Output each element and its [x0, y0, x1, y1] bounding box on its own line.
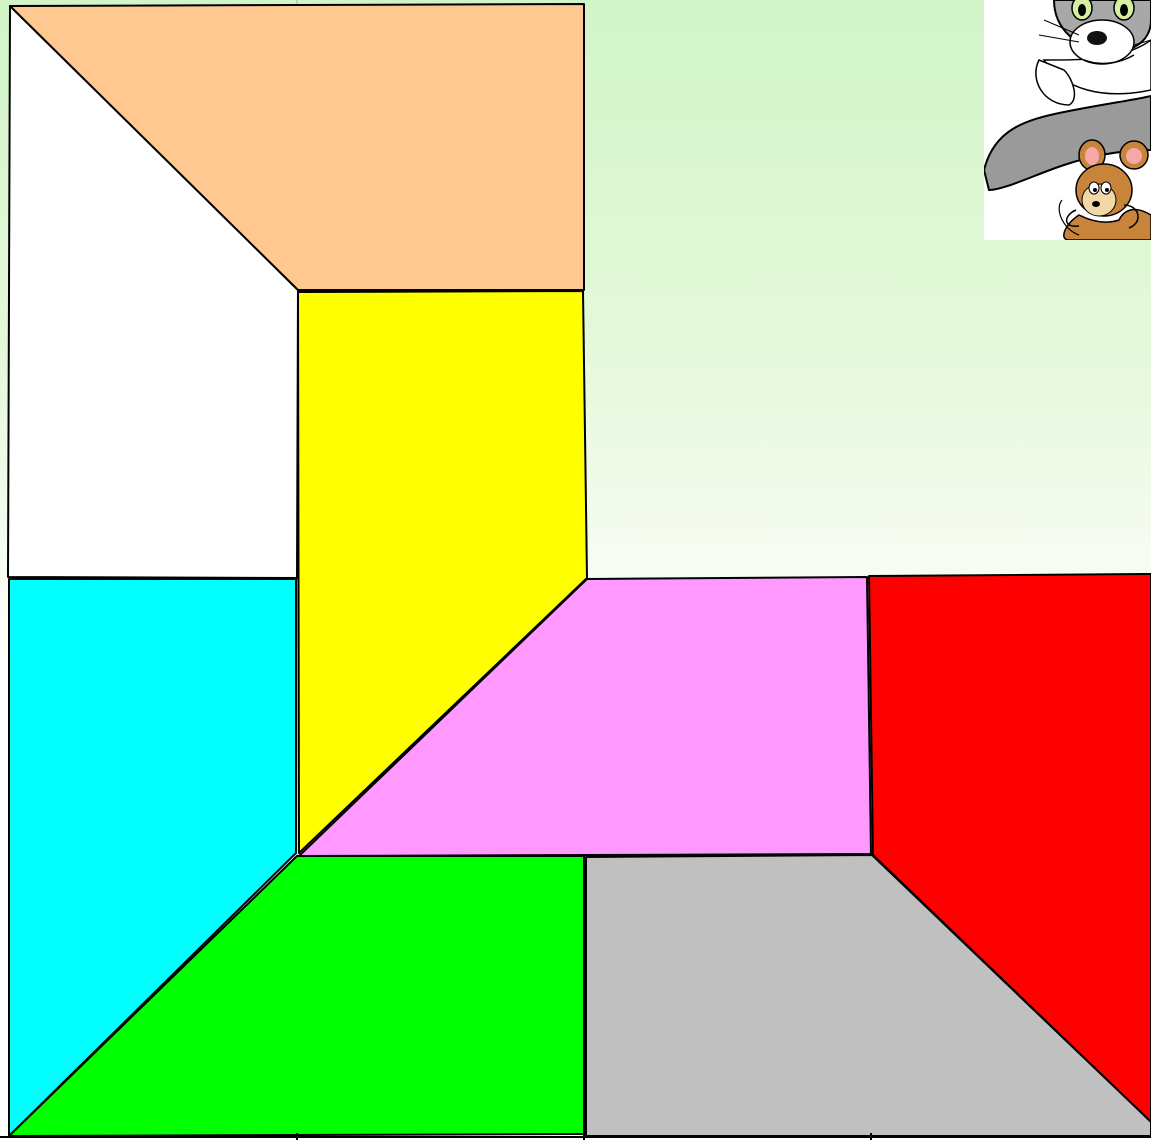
cat-nose	[1087, 31, 1107, 45]
cartoon-illustration	[984, 0, 1151, 240]
cat-and-mouse-picture	[984, 0, 1151, 240]
